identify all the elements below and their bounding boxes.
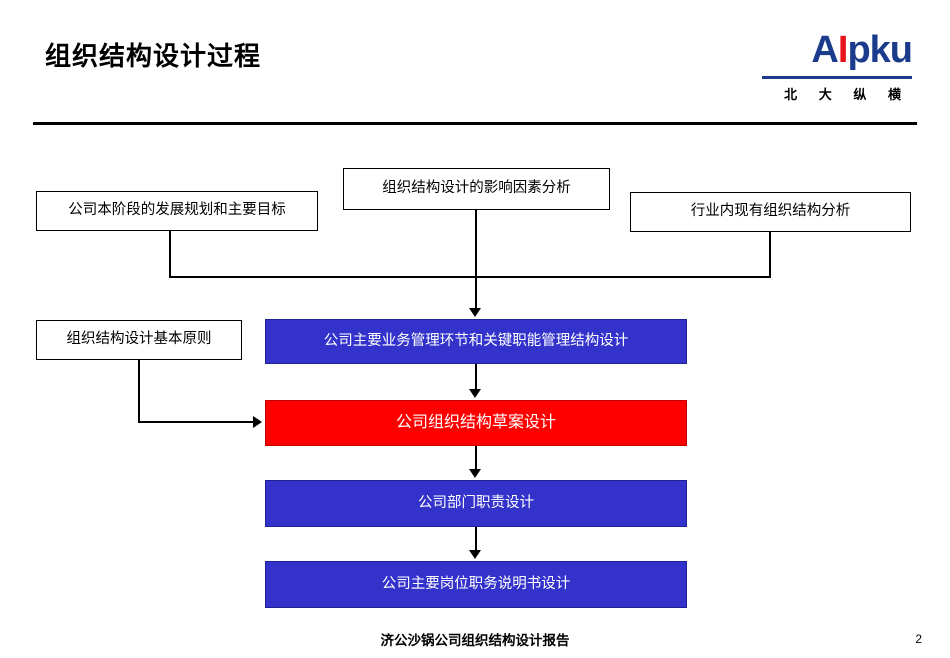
- connector-right-input-down: [769, 232, 771, 277]
- arrow-step3-to-step4-icon: [469, 550, 481, 559]
- logo-divider: [762, 76, 912, 79]
- logo-red-bar: I: [837, 29, 849, 71]
- logo-subtitle: 北 大 纵 横: [784, 87, 910, 102]
- connector-left-input-down: [169, 231, 171, 277]
- process-box-step-2[interactable]: 公司组织结构草案设计: [265, 400, 687, 446]
- input-box-design-principles[interactable]: 组织结构设计基本原则: [36, 320, 242, 360]
- process-box-step-3[interactable]: 公司部门职责设计: [265, 480, 687, 527]
- logo-letter-a: A: [811, 29, 838, 71]
- process-box-step-4[interactable]: 公司主要岗位职务说明书设计: [265, 561, 687, 608]
- arrow-step2-to-step3-icon: [469, 469, 481, 478]
- connector-step3-to-step4: [475, 527, 477, 551]
- connector-center-input-down: [475, 210, 477, 277]
- arrow-bus-to-step-1-icon: [469, 308, 481, 317]
- input-box-industry-analysis[interactable]: 行业内现有组织结构分析: [630, 192, 911, 232]
- input-box-development-plan[interactable]: 公司本阶段的发展规划和主要目标: [36, 191, 318, 231]
- connector-step2-to-step3: [475, 446, 477, 470]
- logo-word-pku: pku: [847, 29, 913, 71]
- connector-input-bus: [169, 276, 771, 278]
- arrow-step1-to-step2-icon: [469, 389, 481, 398]
- connector-bus-to-step-1: [475, 276, 477, 309]
- logo-wordmark: AIpku: [811, 28, 913, 72]
- footer-title: 济公沙锅公司组织结构设计报告: [380, 633, 570, 648]
- connector-principles-down: [138, 360, 140, 423]
- header-divider: [33, 122, 917, 125]
- connector-principles-across: [138, 421, 254, 423]
- process-box-step-1[interactable]: 公司主要业务管理环节和关键职能管理结构设计: [265, 319, 687, 364]
- arrow-principles-to-step2-icon: [253, 416, 262, 428]
- page-title: 组织结构设计过程: [45, 41, 262, 71]
- input-box-influencing-factors[interactable]: 组织结构设计的影响因素分析: [343, 168, 610, 210]
- connector-step1-to-step2: [475, 364, 477, 390]
- page-number: 2: [915, 632, 922, 646]
- company-logo: AIpku 北 大 纵 横: [752, 28, 913, 106]
